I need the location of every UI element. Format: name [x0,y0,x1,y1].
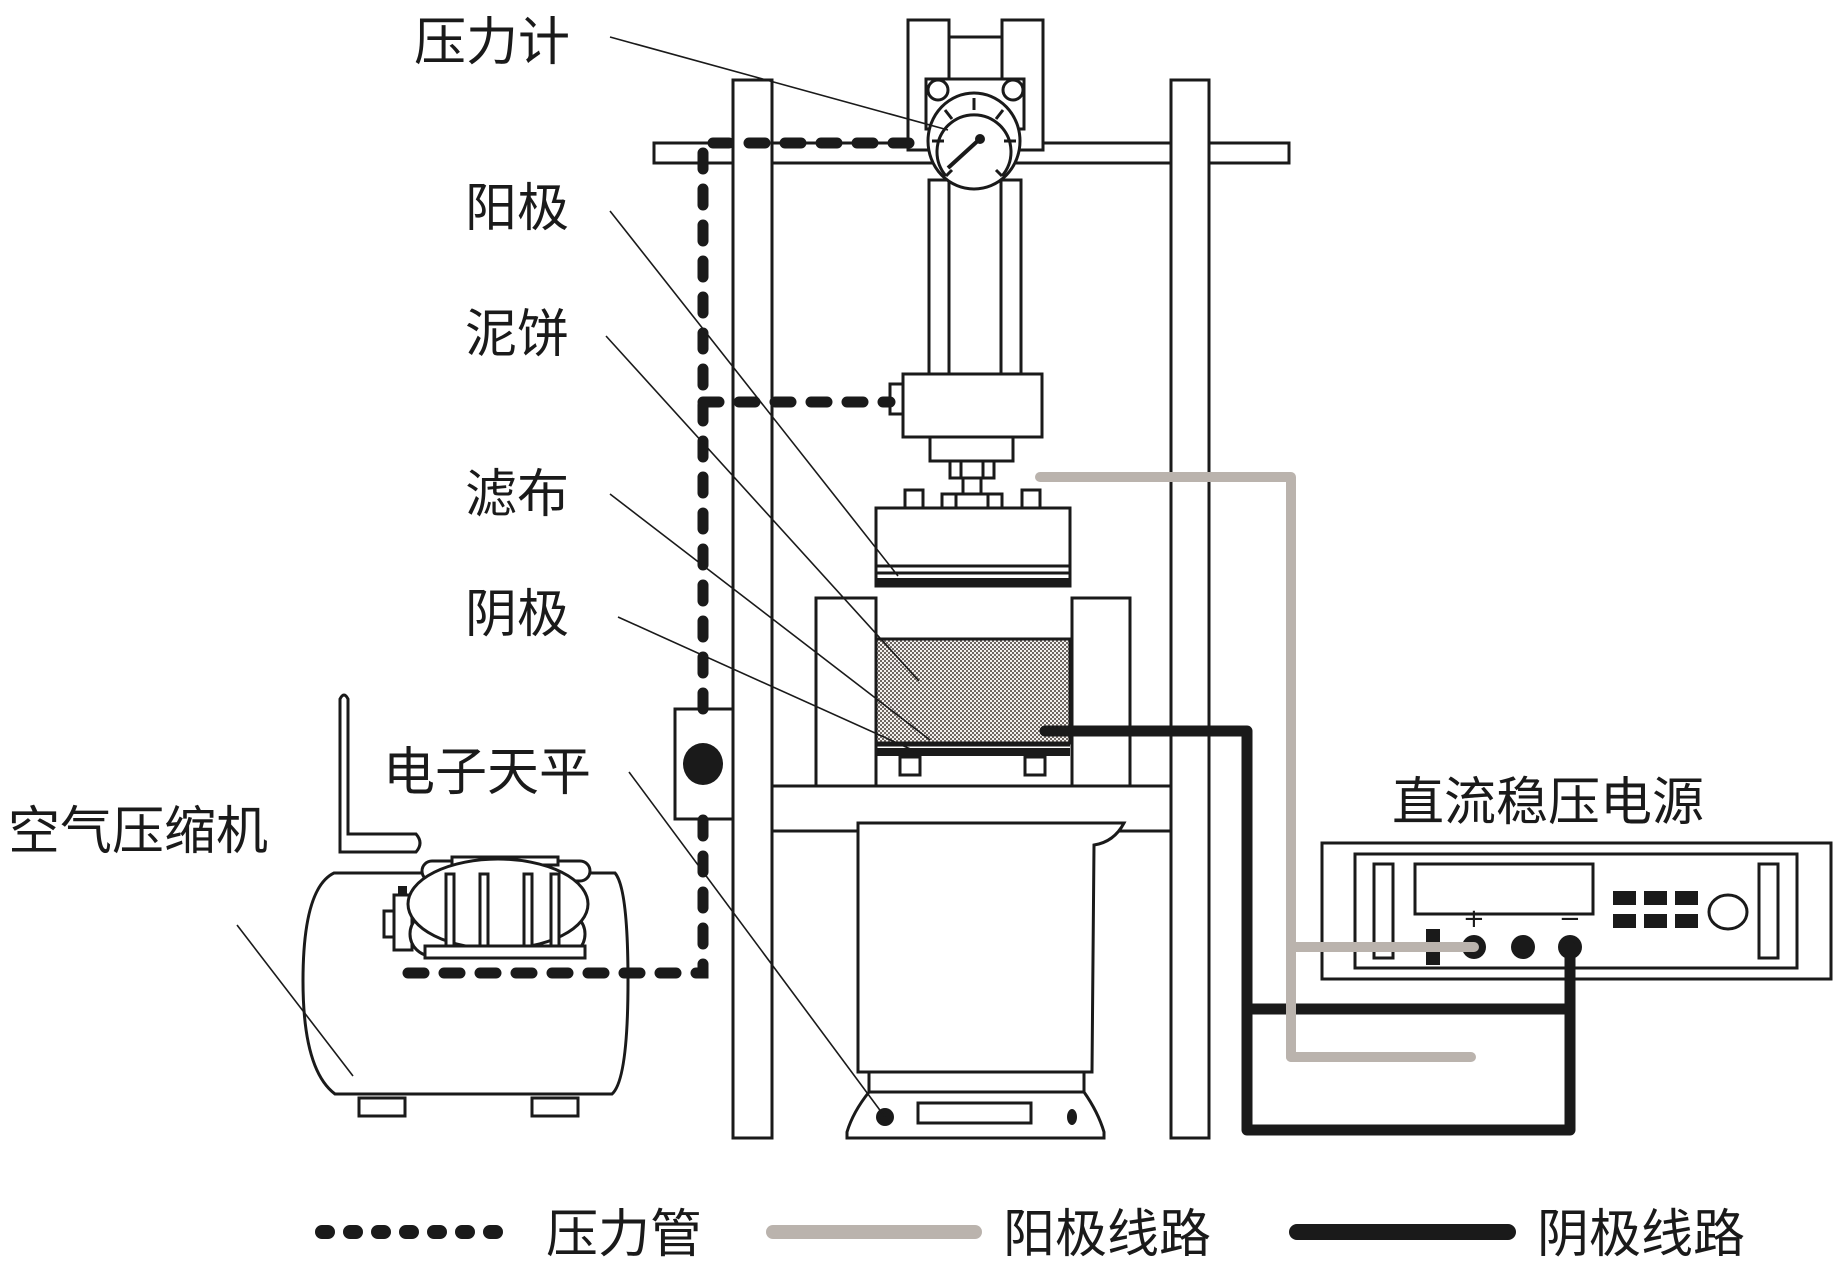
frame-left-column [731,78,774,1140]
label-anode: 阳极 [465,179,569,239]
electronic-balance [845,1070,1106,1140]
leader-anode [609,210,899,577]
anode-wire [1035,472,1476,1062]
leader-cathode [617,616,918,753]
label-air-compressor: 空气压缩机 [8,802,268,862]
pressure-gauge [926,91,1022,191]
negative-sign: − [1559,904,1581,934]
label-cathode: 阴极 [465,585,569,645]
leader-pressure-gauge [609,36,949,131]
air-compressor [301,693,630,1118]
piston-rods [927,178,1023,377]
psu-display [1413,862,1595,916]
psu-key[interactable] [1644,914,1667,928]
label-pressure-gauge: 压力计 [414,13,570,73]
chamber-right-wall [1070,596,1132,788]
psu-key[interactable] [1675,891,1698,905]
psu-key[interactable] [1644,891,1667,905]
psu-key[interactable] [1675,914,1698,928]
cathode-plate [876,748,1070,756]
label-filter-cloth: 滤布 [465,465,569,525]
psu-key[interactable] [1613,891,1636,905]
dc-power-supply: + − [1320,841,1833,981]
pressure-valve [673,707,735,821]
frame-right-column [1169,78,1211,1140]
positive-sign: + [1463,904,1485,934]
leader-mud-cake [605,335,920,682]
label-dc-power-supply: 直流稳压电源 [1392,773,1704,833]
psu-ground-terminal[interactable] [1511,935,1535,959]
pressure-pipe [402,137,931,979]
legend: 压力管 阳极线路 阴极线路 [315,1205,1745,1265]
psu-key[interactable] [1613,914,1636,928]
legend-label-cathode-wire: 阴极线路 [1537,1205,1745,1265]
anode-plate [876,578,1070,586]
cathode-wire-to-terminal [1241,941,1576,1136]
gauge-dial-arc [935,113,1013,177]
mud-cake [874,637,1072,745]
filter-chamber [814,596,1132,788]
balance-button-right [1067,1109,1077,1125]
psu-knob[interactable] [1707,893,1749,931]
legend-label-anode-wire: 阳极线路 [1003,1205,1211,1265]
leader-lines [236,36,949,1118]
label-electronic-balance: 电子天平 [383,743,591,803]
legend-label-pressure-pipe: 压力管 [546,1205,702,1265]
anode-wire-to-terminal [1286,942,1479,1062]
leader-filter-cloth [609,493,931,741]
compressor-handle [338,693,422,854]
pressure-cylinder [888,372,1044,510]
beaker [856,821,1127,1074]
balance-display [916,1101,1033,1125]
leader-electronic-balance [628,771,886,1118]
label-mud-cake: 泥饼 [465,305,569,365]
press-frame [652,78,1291,1140]
leader-air-compressor [236,924,354,1077]
chamber-left-wall [814,596,878,788]
